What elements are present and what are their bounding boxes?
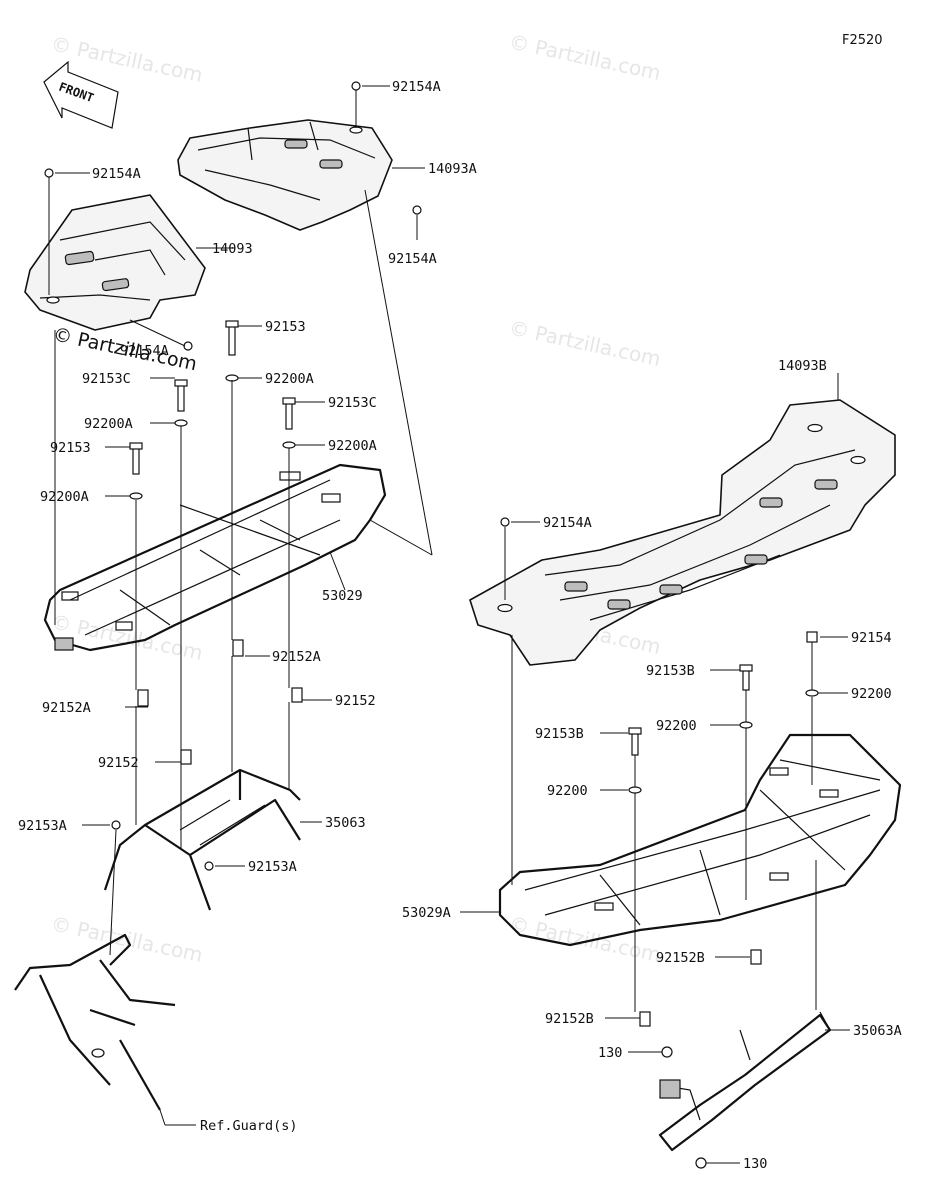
label-92200: 92200 [851,686,892,702]
label-92154A: 92154A [543,515,592,531]
label-53029: 53029 [322,588,363,604]
label-92200A: 92200A [265,371,314,387]
label-92200A: 92200A [84,416,133,432]
bolt-92153 [228,324,236,356]
label-92153C: 92153C [82,371,131,387]
label-92200: 92200 [656,718,697,734]
label-92152: 92152 [98,755,139,771]
label-92153B: 92153B [535,726,584,742]
label-130: 130 [598,1045,622,1061]
label-35063A: 35063A [853,1023,902,1039]
label-92152A: 92152A [272,649,321,665]
label-92153: 92153 [50,440,91,456]
label-14093A: 14093A [428,161,477,177]
label-92152B: 92152B [656,950,705,966]
label-92200: 92200 [547,783,588,799]
label-92154A: 92154A [392,79,441,95]
label-92152B: 92152B [545,1011,594,1027]
label-92154A: 92154A [92,166,141,182]
label-92200A: 92200A [40,489,89,505]
label-130: 130 [743,1156,767,1172]
label-92154A: 92154A [388,251,437,267]
bolt-92153C [177,384,185,412]
watermark-3: © Partzilla.com [507,315,663,371]
cover-14093A [177,119,393,231]
label-92154A: 92154A [120,343,169,359]
label-92153C: 92153C [328,395,377,411]
label-92153A: 92153A [18,818,67,834]
label-92200A: 92200A [328,438,377,454]
label-92152: 92152 [335,693,376,709]
label-92154: 92154 [851,630,892,646]
label-92153B: 92153B [646,663,695,679]
front-arrow-icon: FRONT [43,60,119,129]
bolt-92153-b [132,447,140,475]
reference-guard [14,933,176,1111]
part-labels: 92154A 14093A 92154A 92154A 14093 92154A… [18,79,902,1172]
cover-14093B [469,399,896,666]
label-92153A: 92153A [248,859,297,875]
label-14093B: 14093B [778,358,827,374]
watermark-2: © Partzilla.com [507,29,663,85]
figure-code: F2520 [842,33,883,48]
label-14093: 14093 [212,241,253,257]
bolt-92153C-b [285,402,293,430]
label-53029A: 53029A [402,905,451,921]
carrier-53029A [498,733,902,947]
label-35063: 35063 [325,815,366,831]
watermark-7: © Partzilla.com [507,911,663,967]
label-ref-guards: Ref.Guard(s) [200,1118,298,1134]
bracket-35063A [658,1011,832,1152]
cover-14093 [24,194,206,331]
label-92152A: 92152A [42,700,91,716]
label-92153: 92153 [265,319,306,335]
watermark-4: © Partzilla.com [49,609,205,665]
bracket-35063 [103,768,301,911]
leader-lines [48,85,850,1164]
